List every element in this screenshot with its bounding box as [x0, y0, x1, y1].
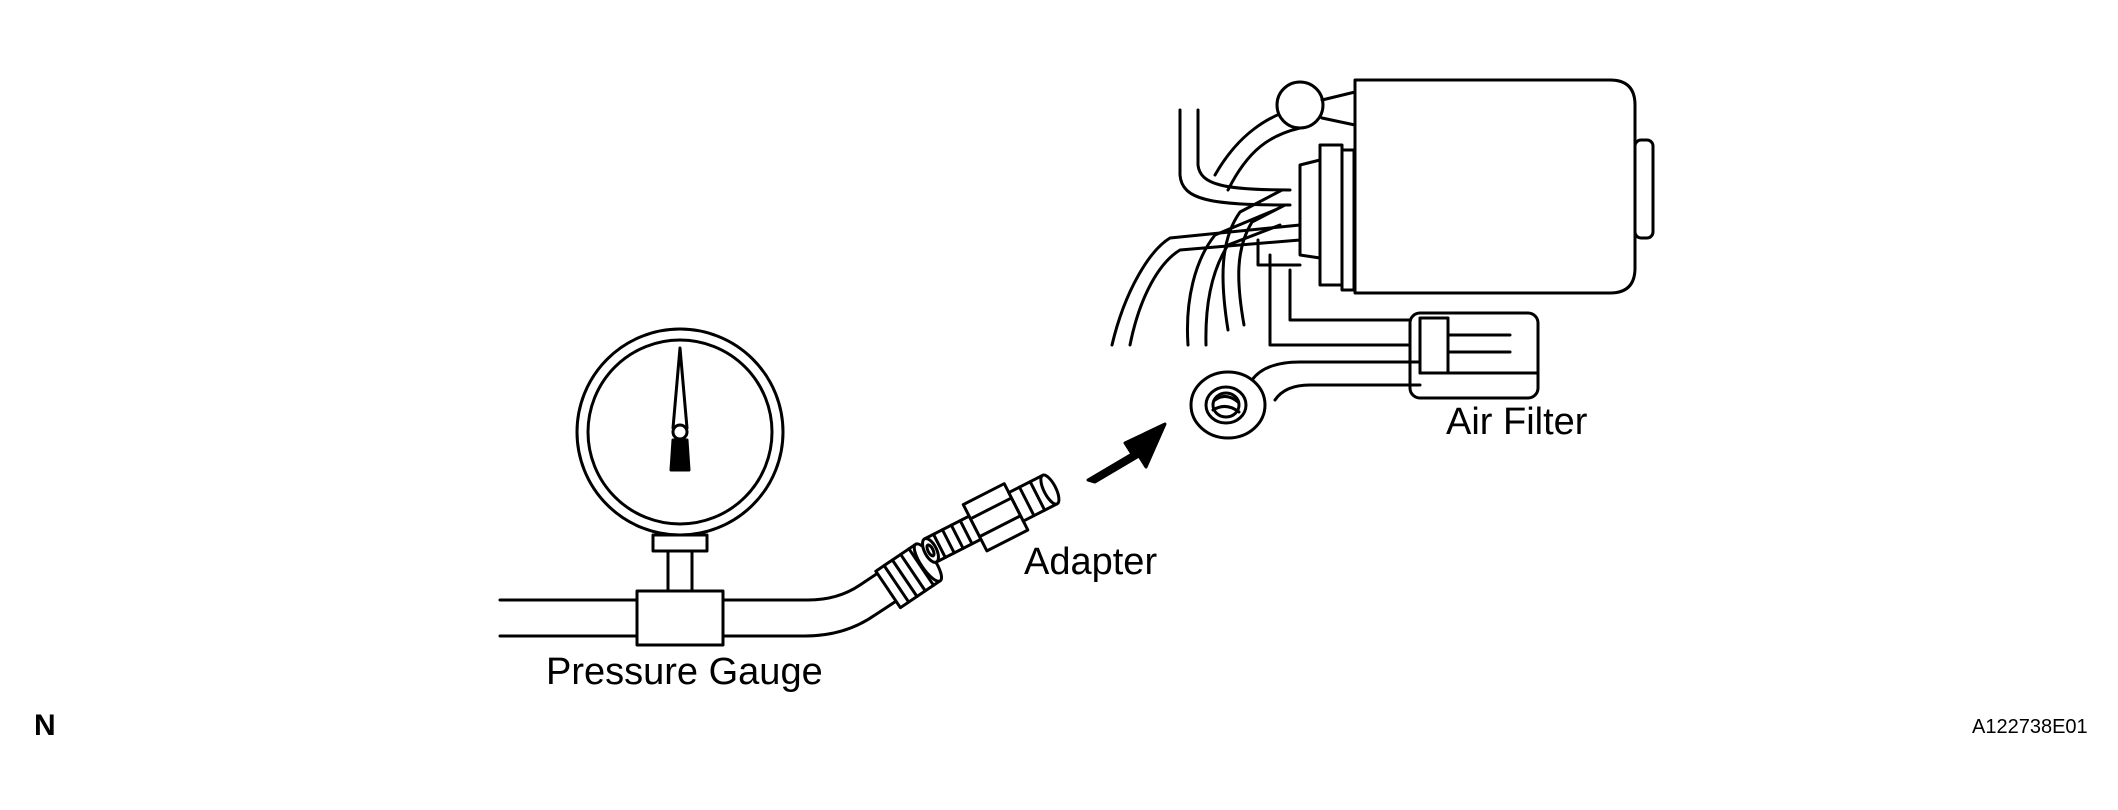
hose-elbow [1275, 80, 1325, 130]
gauge-needle-hub [671, 423, 689, 441]
pressure-gauge-label: Pressure Gauge [546, 651, 823, 693]
gauge-dial-inner [586, 338, 774, 526]
wire [1196, 108, 1292, 192]
wire [1178, 108, 1292, 207]
gauge-stem [666, 549, 694, 593]
air-filter-assembly [1110, 78, 1655, 440]
filter-flange [1318, 143, 1344, 287]
figure-id: A122738E01 [1972, 716, 2088, 738]
gauge-hose-bottom [498, 590, 912, 638]
insert-direction-arrow [1086, 422, 1167, 484]
hose-knurled-nut [874, 542, 943, 610]
gauge-hose-top [498, 561, 895, 602]
wire [1186, 208, 1277, 347]
air-filter [1408, 311, 1540, 400]
gauge-tee-fitting [635, 589, 725, 647]
inlet-hose-top [1250, 360, 1422, 382]
filter-end-cap [1633, 138, 1655, 240]
inlet-port [1189, 370, 1267, 440]
gauge-stem-collar [651, 533, 709, 553]
wire [1128, 238, 1302, 347]
inlet-hose-bottom [1273, 383, 1422, 402]
adapter-label: Adapter [1024, 541, 1158, 583]
adapter [921, 473, 1061, 564]
wire [1226, 126, 1302, 192]
corner-mark: N [34, 709, 56, 742]
wire [1213, 108, 1292, 177]
pressure-gauge [498, 327, 943, 647]
wire [1221, 188, 1284, 332]
wire [1110, 223, 1302, 347]
air-filter-label: Air Filter [1446, 401, 1588, 443]
wire [1237, 203, 1287, 327]
filter-housing [1353, 78, 1637, 295]
gauge-needle-tail [669, 438, 691, 472]
